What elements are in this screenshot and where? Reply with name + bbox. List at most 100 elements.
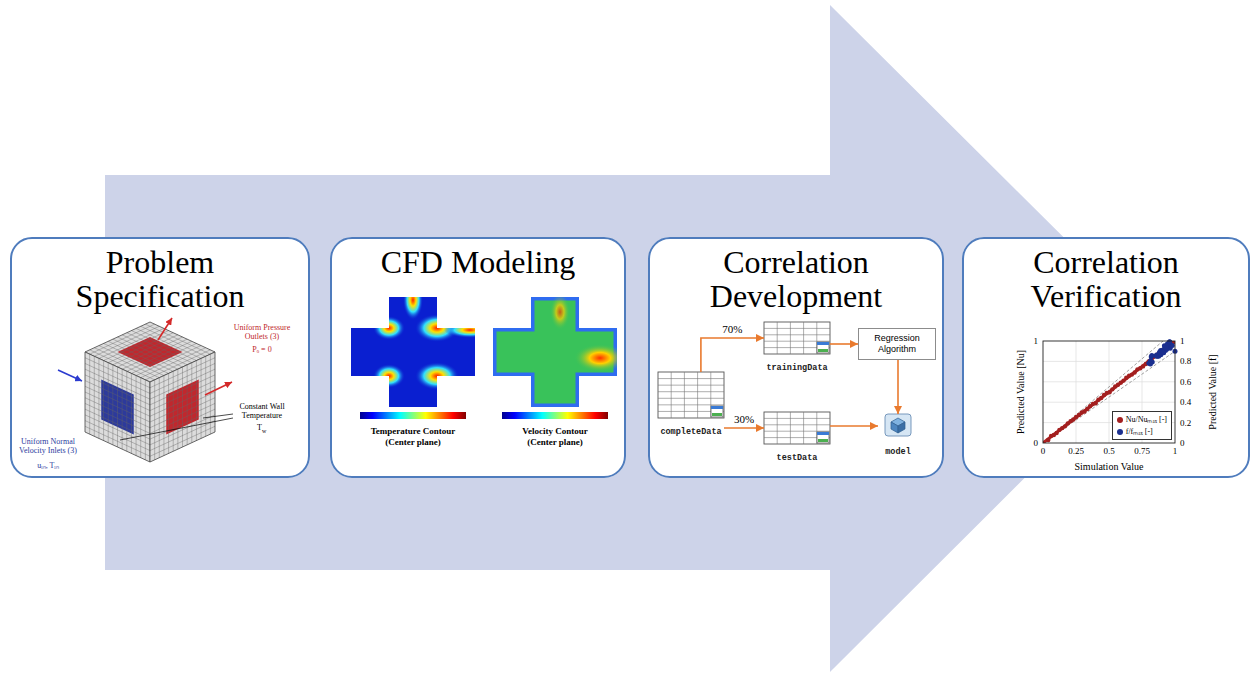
algorithm-box: Regression Algorithm bbox=[858, 328, 936, 360]
inflow-arrow bbox=[58, 370, 82, 381]
legend-dot bbox=[1117, 417, 1123, 423]
tick-label: 0 bbox=[1041, 446, 1046, 456]
velocity-contour bbox=[488, 290, 626, 415]
mesh-line bbox=[118, 337, 183, 367]
leader-line bbox=[120, 418, 233, 440]
table-icon bbox=[817, 342, 829, 353]
data-point bbox=[1154, 354, 1159, 359]
mesh-line bbox=[136, 376, 137, 456]
mesh-line bbox=[150, 415, 215, 445]
mesh-line bbox=[150, 403, 215, 433]
temperature-contour bbox=[345, 280, 496, 415]
table-line bbox=[658, 391, 724, 392]
table-line bbox=[764, 341, 830, 342]
plot-frame bbox=[1043, 341, 1175, 443]
box-plate bbox=[10, 237, 310, 478]
parity-chart bbox=[1043, 339, 1178, 443]
tick-label: 0.4 bbox=[1180, 397, 1191, 407]
box-plate bbox=[648, 237, 944, 478]
boundary-label: Uniform Pressure Outlets (3) bbox=[222, 324, 302, 342]
grid-line bbox=[1043, 402, 1175, 403]
tick-label: 0.6 bbox=[1180, 377, 1191, 387]
table-line bbox=[658, 404, 724, 405]
mesh-line bbox=[85, 415, 150, 445]
table-line bbox=[764, 334, 830, 335]
mesh-line bbox=[191, 363, 192, 443]
boundary-formula: uᵢₙ, Tᵢₙ bbox=[37, 462, 58, 471]
outflow-arrow bbox=[205, 382, 232, 395]
tick-label: 0.8 bbox=[1180, 356, 1191, 366]
flow-connector bbox=[701, 338, 764, 372]
data-table: testData bbox=[764, 412, 830, 464]
mesh-line bbox=[122, 339, 187, 369]
chart-legend: Nu/Nuₘₐₓ [-] f/fₘₐₓ [-] bbox=[1112, 411, 1172, 440]
node-label: completeData bbox=[660, 427, 721, 438]
subscript: w bbox=[262, 428, 266, 435]
mesh-line bbox=[196, 361, 197, 441]
grid-line bbox=[1076, 341, 1077, 443]
mesh-line bbox=[122, 369, 123, 449]
table-line bbox=[803, 322, 804, 354]
tick-label: 0.2 bbox=[1180, 418, 1191, 428]
split-percent: 70% bbox=[720, 323, 744, 335]
stage-title: Correlation Verification bbox=[964, 239, 1248, 313]
table-line bbox=[790, 412, 791, 444]
stage-title: Problem Specification bbox=[12, 239, 308, 313]
legend-text: f/fₘₐₓ [-] bbox=[1126, 427, 1153, 436]
parity-line bbox=[1043, 341, 1175, 443]
table-grid bbox=[764, 322, 830, 354]
legend-text: Nu/Nuₘₐₓ [-] bbox=[1126, 415, 1167, 424]
mesh-line bbox=[187, 365, 188, 445]
tick-label: 0 bbox=[1180, 438, 1185, 448]
mesh-line bbox=[205, 356, 206, 436]
data-point bbox=[1093, 401, 1097, 405]
tick-label: 0.5 bbox=[1103, 446, 1114, 456]
tick-label: 1 bbox=[1180, 336, 1185, 346]
color-bar bbox=[360, 412, 466, 419]
data-point bbox=[1161, 350, 1166, 355]
mesh-line bbox=[141, 326, 206, 356]
cube-face bbox=[85, 352, 150, 462]
boundary-formula: Pₒ = 0 bbox=[252, 346, 271, 355]
mesh-line bbox=[201, 358, 202, 438]
plot-content bbox=[1043, 341, 1175, 443]
table-line bbox=[658, 398, 724, 399]
boundary-label: Uniform Normal Velocity Inlets (3) bbox=[9, 438, 87, 456]
mesh-line bbox=[140, 378, 141, 458]
mesh-line bbox=[150, 426, 215, 456]
grid-line bbox=[1043, 381, 1175, 382]
table-line bbox=[790, 322, 791, 354]
table-line bbox=[764, 328, 830, 329]
mesh-line bbox=[85, 426, 150, 456]
leader-line bbox=[203, 414, 233, 418]
tick-label: 1 bbox=[1173, 446, 1178, 456]
mesh-line bbox=[85, 403, 150, 433]
data-point bbox=[1161, 350, 1166, 355]
table-line bbox=[764, 431, 830, 432]
model-icon bbox=[885, 414, 911, 436]
data-point bbox=[1149, 353, 1154, 358]
plot-area bbox=[1043, 341, 1175, 443]
contour-caption: (Center plane) bbox=[527, 437, 583, 447]
model-icon bbox=[898, 422, 905, 433]
axis-title: Simulation Value bbox=[1075, 461, 1144, 472]
legend-dot bbox=[1117, 429, 1123, 435]
mesh-line bbox=[85, 392, 150, 422]
mesh-line bbox=[131, 331, 196, 361]
split-percent: 30% bbox=[732, 413, 756, 425]
table-icon bbox=[711, 406, 723, 417]
table-grid bbox=[764, 412, 830, 444]
mesh-line bbox=[150, 409, 215, 439]
table-line bbox=[658, 385, 724, 386]
table-line bbox=[764, 424, 830, 425]
table-icon bbox=[818, 439, 828, 442]
table-line bbox=[764, 418, 830, 419]
data-table: trainingData bbox=[764, 322, 830, 374]
table-line bbox=[671, 372, 672, 418]
axis-title: Predicted Value [f] bbox=[1207, 354, 1218, 429]
legend-entry: f/fₘₐₓ [-] bbox=[1117, 425, 1167, 437]
contour-caption: (Center plane) bbox=[385, 437, 441, 447]
flow-connector bbox=[830, 343, 858, 345]
mesh-line bbox=[122, 335, 187, 365]
